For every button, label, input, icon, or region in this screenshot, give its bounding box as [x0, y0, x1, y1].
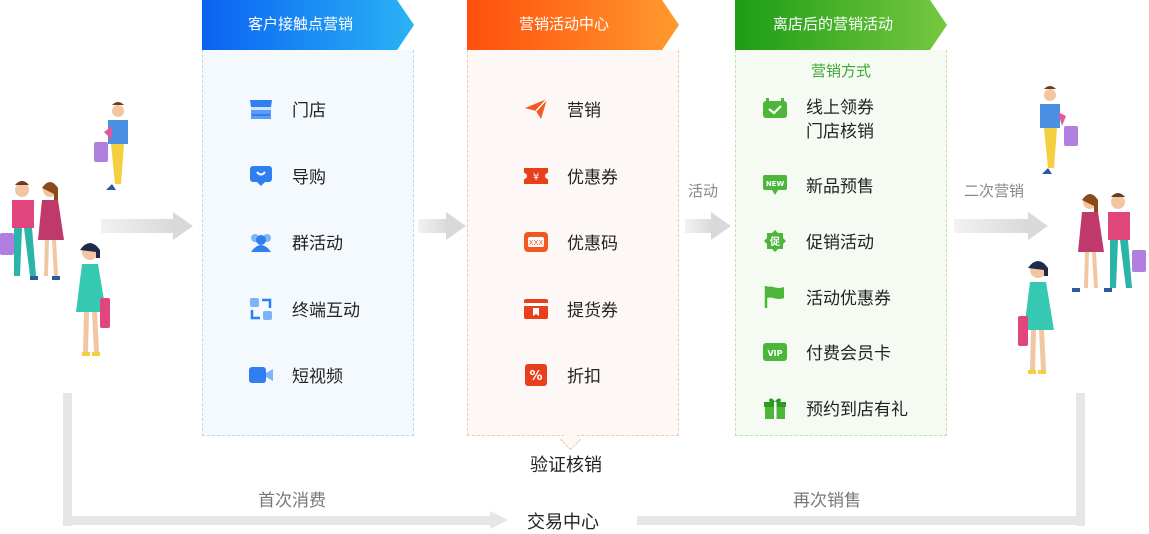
arrow-after-to-people — [954, 212, 1048, 240]
shopper-woman-illustration — [76, 243, 110, 356]
touchpoint-panel-header: 客户接触点营销 — [202, 0, 414, 50]
center-item-voucher: 提货券 — [523, 296, 618, 321]
repurchase-label: 再次销售 — [793, 491, 861, 510]
center-panel-title: 营销活动中心 — [519, 16, 610, 33]
center-item-marketing: 营销 — [523, 96, 601, 121]
new-badge-icon: NEW — [762, 173, 788, 197]
loop-arrow-head — [490, 511, 508, 529]
touchpoint-panel-title: 客户接触点营销 — [248, 16, 354, 33]
loop-line-bottom-left — [63, 516, 493, 525]
store-icon — [248, 97, 274, 121]
touchpoint-item-group: 群活动 — [248, 229, 343, 254]
after-item-vip-card: VIP 付费会员卡 — [762, 339, 891, 364]
shopper-woman-right-illustration — [1018, 261, 1054, 374]
flag-icon — [762, 285, 788, 309]
shopper-couple-illustration — [0, 181, 64, 280]
after-panel-title: 离店后的营销活动 — [773, 16, 894, 33]
after-item-label: 预约到店有礼 — [806, 400, 908, 419]
coupon-icon: ¥ — [523, 164, 549, 188]
gift-icon — [762, 396, 788, 420]
center-item-coupon: ¥ 优惠券 — [523, 163, 618, 188]
first-purchase-label: 首次消费 — [258, 491, 326, 510]
after-item-label: 新品预售 — [806, 177, 874, 196]
touchpoint-item-terminal: 终端互动 — [248, 296, 360, 321]
touchpoint-item-label: 群活动 — [292, 234, 343, 253]
touchpoint-item-label: 终端互动 — [292, 301, 360, 320]
arrow-center-to-after — [685, 212, 731, 240]
after-item-online-coupon: 线上领券 门店核销 — [762, 96, 874, 144]
touchpoint-item-label: 短视频 — [292, 367, 343, 386]
vip-badge-text: VIP — [767, 349, 782, 358]
after-item-gift: 预约到店有礼 — [762, 395, 908, 420]
after-item-presale: NEW 新品预售 — [762, 172, 874, 197]
after-item-promotion: 促 促销活动 — [762, 228, 874, 253]
loop-line-right — [1076, 393, 1085, 526]
center-item-label: 优惠码 — [567, 234, 618, 253]
chat-guide-icon — [248, 164, 274, 188]
after-item-label: 线上领券 — [806, 98, 874, 117]
activity-label: 活动 — [688, 183, 719, 200]
interaction-icon — [248, 297, 274, 321]
group-icon — [248, 230, 274, 254]
coupon-badge-text: ¥ — [533, 172, 539, 183]
vip-card-icon: VIP — [762, 340, 788, 364]
touchpoint-item-store: 门店 — [248, 96, 326, 121]
touchpoint-item-guide: 导购 — [248, 163, 326, 188]
after-item-label: 促销活动 — [806, 233, 874, 252]
promotion-icon: 促 — [762, 229, 788, 253]
shopper-man-illustration — [94, 102, 128, 190]
code-badge-text: XXX — [529, 239, 544, 247]
arrow-people-to-touchpoint — [101, 212, 193, 240]
discount-badge-text: % — [529, 369, 542, 384]
center-item-label: 营销 — [567, 101, 601, 120]
center-item-label: 提货券 — [567, 301, 618, 320]
after-item-label: 门店核销 — [806, 122, 874, 141]
touchpoint-item-video: 短视频 — [248, 362, 343, 387]
after-panel-subtitle: 营销方式 — [810, 63, 871, 80]
touchpoint-item-label: 门店 — [292, 101, 326, 120]
arrow-touchpoint-to-center — [418, 212, 466, 240]
discount-icon: % — [523, 363, 549, 387]
shopper-couple-right-illustration — [1072, 193, 1146, 292]
after-item-label: 活动优惠券 — [806, 289, 891, 308]
center-panel — [467, 50, 679, 436]
promo-code-icon: XXX — [523, 230, 549, 254]
touchpoint-item-label: 导购 — [292, 168, 326, 187]
after-panel-header: 离店后的营销活动 — [735, 0, 947, 50]
new-badge-text: NEW — [766, 180, 785, 188]
loop-line-bottom-right — [637, 516, 1085, 525]
online-coupon-icon — [762, 98, 788, 122]
trade-center-label: 交易中心 — [527, 512, 599, 532]
loop-line-left — [63, 393, 72, 526]
after-item-label: 付费会员卡 — [806, 344, 891, 363]
touchpoint-panel — [202, 50, 414, 436]
center-panel-header: 营销活动中心 — [467, 0, 679, 50]
verify-label: 验证核销 — [530, 455, 602, 475]
after-item-activity-coupon: 活动优惠券 — [762, 284, 891, 309]
center-item-label: 优惠券 — [567, 168, 618, 187]
promo-badge-text: 促 — [769, 235, 781, 248]
second-marketing-label: 二次营销 — [964, 183, 1025, 200]
voucher-icon — [523, 297, 549, 321]
paper-plane-icon — [523, 97, 549, 121]
center-item-discount: % 折扣 — [523, 362, 601, 387]
shopper-man-right-illustration — [1040, 86, 1078, 174]
center-item-label: 折扣 — [567, 367, 601, 386]
video-camera-icon — [248, 363, 274, 387]
center-item-code: XXX 优惠码 — [523, 229, 618, 254]
